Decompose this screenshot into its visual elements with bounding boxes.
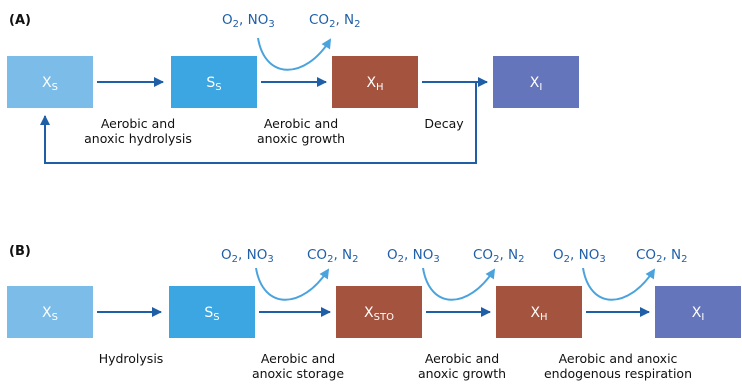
chem-b2-out: CO2, N2 — [473, 247, 525, 265]
chem-b2-in: O2, NO3 — [387, 247, 440, 265]
curve-b-exchange-1 — [255, 267, 330, 301]
caption-a-growth-1: Aerobic and — [264, 116, 338, 131]
chem-b1-out: CO2, N2 — [307, 247, 359, 265]
box-b-ss-sub: S — [213, 312, 219, 323]
box-a-xi-rect — [493, 56, 579, 108]
svg-text:XS: XS — [42, 305, 58, 323]
box-a-xh-rect — [332, 56, 418, 108]
box-b-xsto-main: X — [364, 305, 374, 321]
box-a-xi-main: X — [530, 75, 540, 91]
panel-b: (B) XS SS XSTO XH — [7, 244, 741, 381]
caption-b-growth-2: anoxic growth — [418, 366, 506, 381]
box-b-xi-main: X — [692, 305, 702, 321]
caption-a-hydrolysis-2: anoxic hydrolysis — [84, 131, 192, 146]
panel-a: (A) XS SS XH XI — [7, 12, 579, 164]
caption-a-decay: Decay — [424, 116, 464, 131]
box-b-xs-main: X — [42, 305, 52, 321]
chem-b3-in: O2, NO3 — [553, 247, 606, 265]
box-a-xs-sub: S — [52, 82, 58, 93]
caption-b-resp-2: endogenous respiration — [544, 366, 692, 381]
curve-b-exchange-2 — [422, 267, 496, 301]
caption-b-storage-1: Aerobic and — [261, 351, 335, 366]
box-b-ss-main: S — [204, 305, 213, 321]
box-b-xi-rect — [655, 286, 741, 338]
caption-b-storage-2: anoxic storage — [252, 366, 344, 381]
svg-text:XI: XI — [692, 305, 705, 323]
curve-a-exchange — [257, 37, 332, 71]
box-a-xh-main: X — [366, 75, 376, 91]
box-b-ss-rect — [169, 286, 255, 338]
panel-a-label: (A) — [9, 13, 31, 28]
box-b-xsto-sub: STO — [374, 312, 394, 323]
arrow-a-decay-loop — [40, 82, 477, 164]
panel-b-label: (B) — [9, 244, 31, 259]
box-a-xi: XI — [493, 56, 579, 108]
svg-text:XI: XI — [530, 75, 543, 93]
box-a-xi-sub: I — [539, 82, 542, 93]
box-a-ss-main: S — [206, 75, 215, 91]
box-b-xh-sub: H — [540, 312, 548, 323]
svg-text:SS: SS — [206, 75, 221, 93]
box-b-ss: SS — [169, 286, 255, 338]
box-b-xsto: XSTO — [336, 286, 422, 338]
box-a-ss-rect — [171, 56, 257, 108]
chem-b3-out: CO2, N2 — [636, 247, 688, 265]
box-b-xh: XH — [496, 286, 582, 338]
caption-b-hydrolysis: Hydrolysis — [99, 351, 164, 366]
svg-text:XH: XH — [366, 75, 383, 93]
box-b-xs-rect — [7, 286, 93, 338]
box-a-xs-rect — [7, 56, 93, 108]
svg-text:XH: XH — [530, 305, 547, 323]
box-a-ss: SS — [171, 56, 257, 108]
box-b-xh-rect — [496, 286, 582, 338]
caption-b-resp-1: Aerobic and anoxic — [559, 351, 678, 366]
box-b-xi-sub: I — [701, 312, 704, 323]
chem-a-in: O2, NO3 — [222, 12, 275, 30]
svg-text:SS: SS — [204, 305, 219, 323]
box-b-xh-main: X — [530, 305, 540, 321]
caption-a-hydrolysis-1: Aerobic and — [101, 116, 175, 131]
svg-text:XS: XS — [42, 75, 58, 93]
box-b-xi: XI — [655, 286, 741, 338]
box-b-xs: XS — [7, 286, 93, 338]
chem-a-out: CO2, N2 — [309, 12, 361, 30]
box-a-xs: XS — [7, 56, 93, 108]
box-b-xsto-rect — [336, 286, 422, 338]
svg-text:XSTO: XSTO — [364, 305, 394, 323]
caption-b-growth-1: Aerobic and — [425, 351, 499, 366]
box-b-xs-sub: S — [52, 312, 58, 323]
curve-b-exchange-3 — [582, 267, 656, 301]
chem-b1-in: O2, NO3 — [221, 247, 274, 265]
box-a-ss-sub: S — [215, 82, 221, 93]
box-a-xh: XH — [332, 56, 418, 108]
box-a-xs-main: X — [42, 75, 52, 91]
caption-a-growth-2: anoxic growth — [257, 131, 345, 146]
box-a-xh-sub: H — [376, 82, 384, 93]
